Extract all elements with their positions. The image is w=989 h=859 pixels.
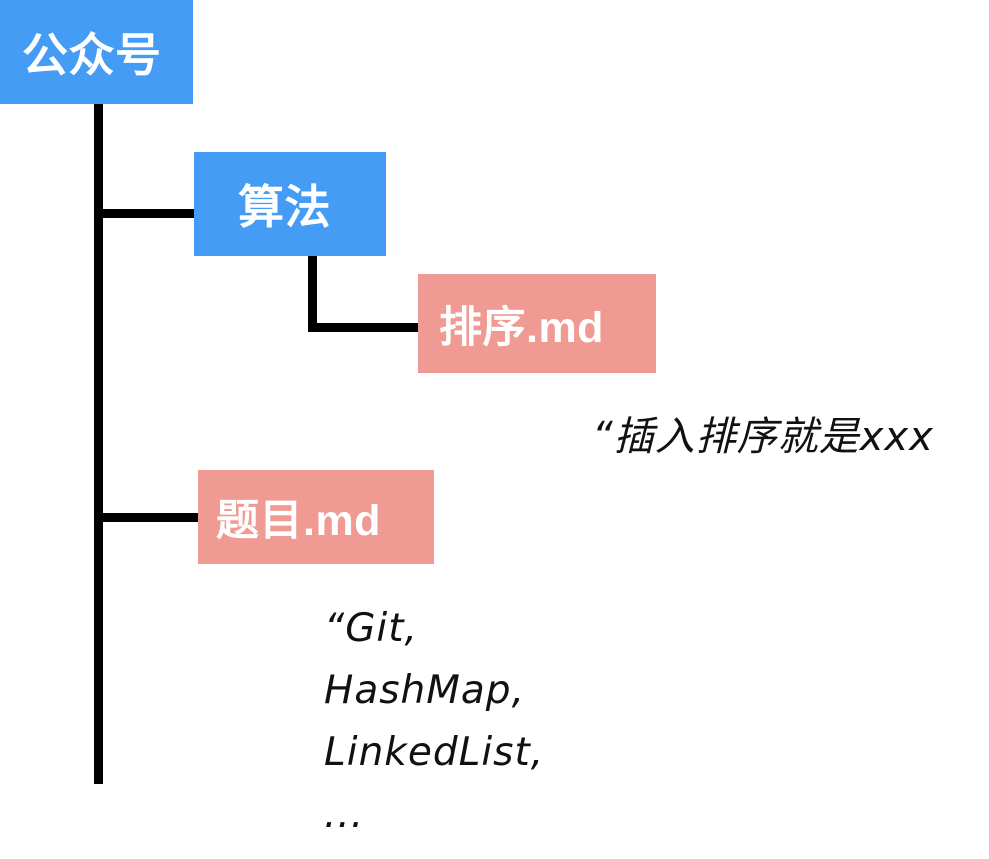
connector-root-to-suanfa bbox=[100, 209, 200, 218]
annotation-paixu-md: “插入排序就是xxx bbox=[592, 404, 934, 462]
annotation-timu-line-4: ... bbox=[324, 792, 365, 837]
node-timu-md-label: 题目.md bbox=[216, 497, 381, 545]
connector-trunk-suanfa bbox=[308, 255, 317, 332]
annotation-timu-line-1: “Git, bbox=[324, 606, 418, 651]
node-gongzhonghao-label: 公众号 bbox=[22, 29, 162, 81]
node-suanfa[interactable]: 算法 bbox=[194, 152, 386, 256]
node-timu-md[interactable]: 题目.md bbox=[198, 470, 434, 564]
node-suanfa-label: 算法 bbox=[238, 181, 331, 233]
node-gongzhonghao[interactable]: 公众号 bbox=[0, 0, 193, 104]
connector-root-to-timu bbox=[100, 513, 204, 522]
annotation-timu-line-3: LinkedList, bbox=[324, 730, 545, 775]
connector-suanfa-to-paixu bbox=[308, 323, 424, 332]
annotation-timu-md: “Git, HashMap, LinkedList, ... bbox=[324, 598, 544, 846]
annotation-timu-line-2: HashMap, bbox=[324, 668, 525, 713]
annotation-paixu-line-1: “插入排序就是xxx bbox=[592, 414, 934, 460]
connector-trunk-root bbox=[94, 103, 103, 784]
node-paixu-md[interactable]: 排序.md bbox=[418, 274, 656, 373]
node-paixu-md-label: 排序.md bbox=[439, 303, 604, 352]
